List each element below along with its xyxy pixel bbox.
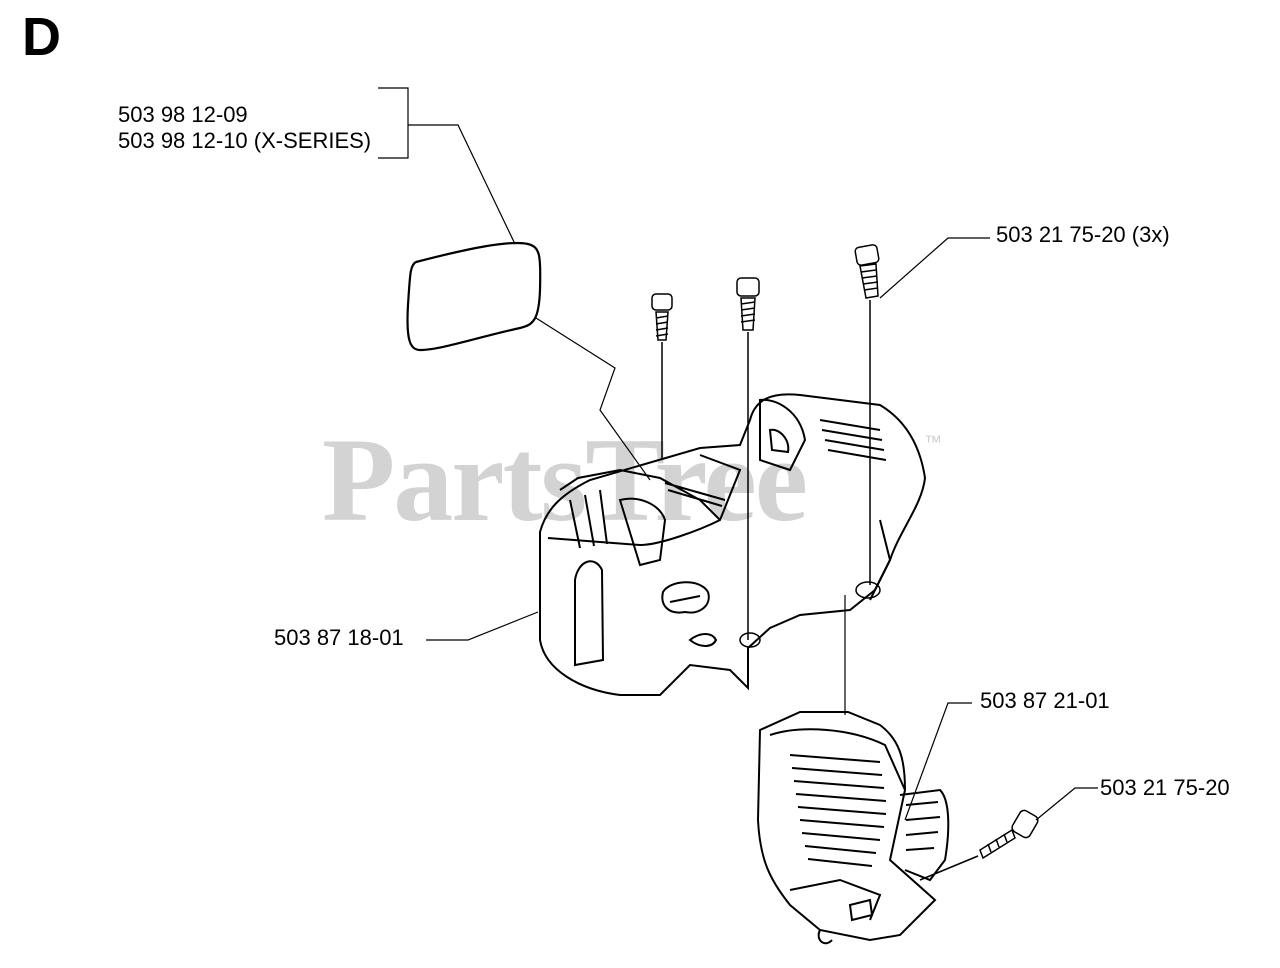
label-decal-part-2: 503 98 12-10 (X-SERIES) (118, 128, 372, 153)
cylinder-cover (756, 711, 950, 945)
trademark-symbol: ™ (924, 432, 942, 452)
cover-mount-points (739, 581, 881, 648)
decal-label-bracket (378, 87, 516, 245)
screw-middle (736, 277, 760, 640)
label-decal-part-1: 503 98 12-09 (118, 102, 248, 127)
cover-leader (426, 611, 539, 641)
label-screw-single: 503 21 75-20 (1100, 775, 1230, 800)
watermark: PartsTree (322, 413, 808, 546)
cover-housing (539, 393, 927, 696)
decal-leader (535, 317, 651, 481)
label-screw-3x: 503 21 75-20 (3x) (996, 222, 1170, 247)
section-letter: D (22, 7, 61, 67)
screw-single (919, 809, 1039, 881)
screw-single-leader (1035, 787, 1098, 821)
screw-right (854, 244, 880, 585)
screw-left (651, 293, 673, 460)
screw-3x-leader (879, 237, 990, 299)
decal-part (406, 241, 542, 352)
label-cylinder-cover: 503 87 21-01 (980, 688, 1110, 713)
label-cover: 503 87 18-01 (274, 625, 404, 650)
cylinder-cover-leader (904, 702, 972, 821)
